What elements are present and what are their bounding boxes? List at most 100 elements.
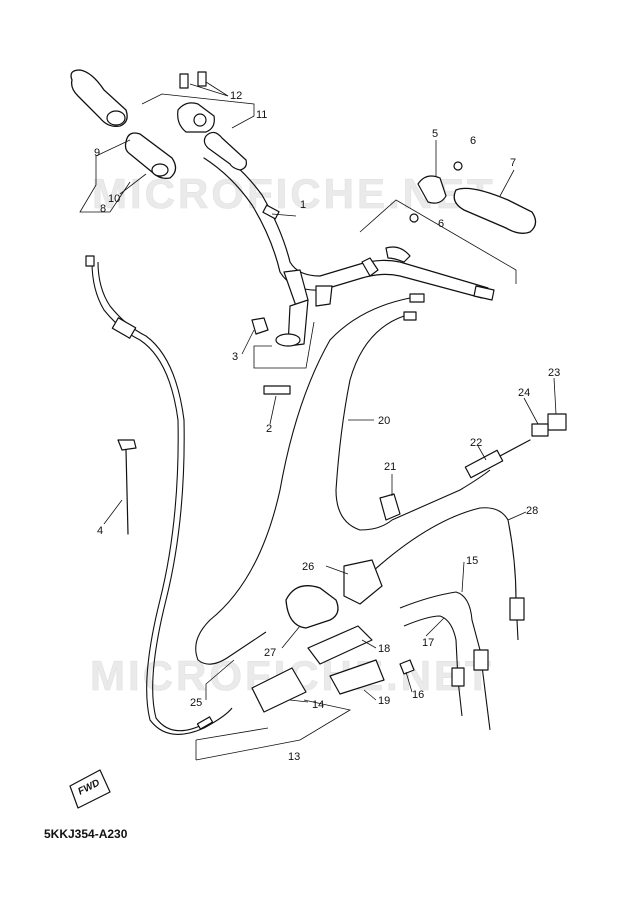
callout-28: 28 — [526, 505, 538, 517]
cable-13-adjuster — [111, 317, 137, 339]
cable-28 — [371, 507, 525, 641]
callout-16: 16 — [412, 689, 424, 701]
leader-17 — [425, 617, 445, 637]
callout-22: 22 — [470, 437, 482, 449]
throttle-grip — [453, 187, 537, 234]
throttle-assembly — [359, 161, 537, 284]
screw-6-top — [453, 161, 463, 171]
nut-set — [531, 413, 567, 437]
nut-24 — [531, 423, 549, 437]
holder-upper-clamp-right — [315, 285, 333, 307]
leader-28 — [507, 511, 527, 521]
left-switch-assembly — [141, 71, 255, 133]
left-grip-bracket — [79, 156, 131, 213]
cable-13-bracket — [195, 699, 352, 761]
handlebar-holder — [275, 269, 333, 347]
cable-22-thread — [499, 439, 531, 457]
callout-26: 26 — [302, 561, 314, 573]
handlebar-right-end — [473, 285, 495, 301]
handlebar-tube-top — [211, 147, 489, 289]
cable-20-mid-end — [403, 311, 417, 321]
callout-10: 10 — [108, 193, 120, 205]
handlebar — [203, 131, 495, 301]
cable-15-adjuster — [473, 649, 489, 671]
cable-22-adjuster — [464, 449, 504, 479]
rear-brake-cable — [195, 293, 425, 665]
leader-2 — [269, 395, 277, 425]
leader-1 — [271, 213, 297, 217]
leader-26 — [325, 565, 349, 575]
cable-17-line — [403, 615, 463, 717]
callout-1: 1 — [300, 199, 306, 211]
cable-28-line — [371, 507, 519, 641]
bolt-bracket — [253, 321, 315, 369]
cable-13-end — [85, 255, 95, 267]
bolt-2 — [263, 385, 291, 395]
callout-9: 9 — [94, 147, 100, 159]
handlebar-left-end — [203, 131, 247, 171]
leader-9 — [95, 139, 131, 157]
callout-14: 14 — [312, 699, 324, 711]
left-grip-end — [106, 110, 126, 126]
callout-11: 11 — [256, 109, 267, 121]
cable-20-line-b — [335, 315, 405, 531]
leader-3 — [241, 329, 255, 355]
cable-block-14 — [251, 667, 307, 713]
nut-23 — [547, 413, 567, 431]
cable-13-line-b — [97, 261, 205, 732]
cable-15-line — [399, 591, 491, 731]
leader-10 — [119, 173, 147, 195]
throttle-housing — [417, 175, 447, 204]
callout-13: 13 — [288, 751, 300, 763]
callout-2: 2 — [266, 423, 272, 435]
leader-23 — [553, 377, 557, 415]
cable-20-top-end — [409, 293, 425, 303]
cable-block-19 — [329, 659, 385, 695]
cable-20-line-a — [195, 297, 411, 665]
junction-assembly — [251, 559, 415, 713]
leader-15 — [461, 561, 465, 593]
handlebar-bracket — [361, 257, 379, 277]
leader-7 — [499, 169, 515, 197]
nut-16 — [399, 659, 415, 675]
leader-16 — [405, 671, 413, 693]
callout-18: 18 — [378, 643, 390, 655]
cable-28-adjuster — [509, 597, 525, 621]
callout-27: 27 — [264, 647, 276, 659]
holder-base — [275, 333, 301, 347]
callout-21: 21 — [384, 461, 396, 473]
handlebar-clip — [262, 204, 280, 220]
leader-27 — [281, 625, 301, 649]
leader-24 — [523, 397, 539, 425]
screw-12a — [179, 73, 189, 89]
leader-22 — [477, 445, 487, 461]
switch-knob — [193, 113, 207, 127]
cable-15-17 — [399, 591, 491, 731]
bolt-and-nut — [251, 317, 315, 395]
cable-tie-4 — [117, 439, 137, 535]
screw-6-bottom — [409, 213, 419, 223]
fwd-arrow-body — [69, 769, 111, 809]
cable-22-line — [391, 469, 491, 521]
callout-6-bottom: 6 — [438, 218, 444, 230]
callout-15: 15 — [466, 555, 478, 567]
callout-20: 20 — [378, 415, 390, 427]
cable-junction-26 — [343, 559, 383, 605]
nut-3 — [251, 317, 269, 335]
left-grip-assembly — [70, 69, 177, 213]
handlebar-tube-bottom — [203, 157, 483, 299]
callout-8: 8 — [100, 203, 106, 215]
callout-6-top: 6 — [470, 135, 476, 147]
switch-bracket — [141, 93, 255, 129]
diagram-code: 5KKJ354-A230 — [44, 827, 128, 841]
cable-17-adjuster — [451, 667, 465, 687]
callout-5: 5 — [432, 128, 438, 140]
screw-leaders — [189, 81, 229, 97]
callout-23: 23 — [548, 367, 560, 379]
leader-18 — [361, 639, 377, 649]
front-brake-cable — [85, 255, 233, 735]
junction-sleeve-27 — [285, 585, 339, 629]
throttle-bracket — [359, 199, 517, 284]
